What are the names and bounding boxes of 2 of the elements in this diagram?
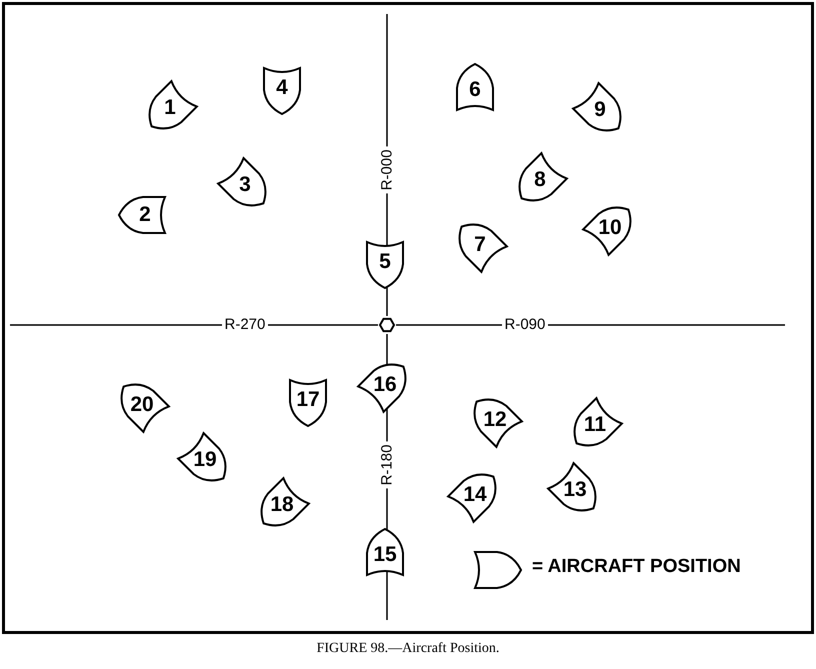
figure-caption: FIGURE 98.—Aircraft Position.: [316, 641, 500, 657]
legend-text: = AIRCRAFT POSITION: [532, 556, 741, 578]
